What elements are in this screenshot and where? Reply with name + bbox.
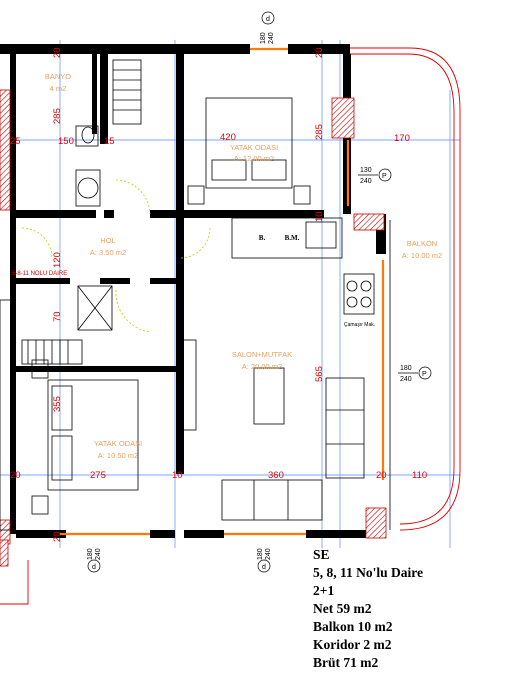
room-name-salon: SALON+MUTFAK	[232, 350, 292, 359]
legend-net: Net 59 m2	[313, 601, 372, 616]
dim-bottom-0: 20	[10, 470, 21, 481]
kitchen-fixtures	[231, 217, 375, 315]
room-area-yatak-1: A: 12.00 m2	[234, 154, 274, 163]
dim-top-2: 15	[104, 136, 115, 147]
opening-1-h: 240	[360, 178, 372, 185]
dim-bottom-3: 360	[268, 470, 284, 481]
dim-bottom-1: 275	[90, 470, 106, 481]
opening-0-w: 180	[260, 32, 267, 44]
dim-top-3: 420	[220, 132, 236, 143]
dim-left-5: 20	[52, 531, 63, 542]
room-name-yatak-1: YATAK ODASI	[230, 143, 278, 152]
legend-balcony: Balkon 10 m2	[313, 619, 393, 634]
opening-2-h: 240	[400, 376, 412, 383]
opening-tag-right-1: 130 240 P	[358, 167, 392, 185]
room-name-hol: HOL	[100, 236, 115, 245]
room-area-salon: A: 20.00 m2	[242, 362, 282, 371]
unit-tag: 5-8-11 NOLU DAIRE	[12, 271, 67, 277]
dim-bottom-5: 110	[412, 470, 427, 481]
opening-1-type: P	[382, 173, 387, 180]
dim-top-5: 170	[394, 133, 410, 144]
windows	[60, 47, 385, 536]
dimensions-top: 25 150 15 420 170	[10, 132, 410, 147]
opening-0-type: d	[266, 16, 270, 23]
dim-left-0: 20	[52, 47, 63, 58]
grid-lines	[0, 40, 460, 548]
fixture-cooker-label: Çamaşır Mak.	[344, 322, 375, 328]
fixture-labels: B. B.M. Çamaşır Mak. 5-8-11 NOLU DAIRE	[12, 234, 375, 328]
opening-tag-right-2: 180 240 P	[398, 365, 432, 383]
opening-3-h: 240	[95, 548, 102, 560]
dim-bottom-4: 20	[376, 470, 387, 481]
legend-code: SE	[313, 547, 330, 562]
opening-0-h: 240	[268, 32, 275, 44]
doors	[21, 179, 211, 333]
opening-3-type: d	[92, 564, 96, 571]
balcony-railing	[350, 47, 461, 531]
room-name-yatak-2: YATAK ODASI	[94, 439, 142, 448]
room-area-banyo: 4 m2	[50, 84, 67, 93]
dim-top-0: 25	[10, 136, 21, 147]
room-name-banyo: BANYO	[45, 72, 71, 81]
dim-top-1: 150	[58, 136, 74, 147]
dim-right-0: 20	[314, 47, 325, 58]
fixture-bm-label: B.M.	[285, 234, 300, 242]
legend-type: 2+1	[313, 583, 335, 598]
fixture-b-label: B.	[259, 234, 266, 242]
dim-left-3: 70	[52, 311, 63, 322]
dim-left-1: 285	[52, 108, 63, 124]
room-labels: BANYO 4 m2 YATAK ODASI A: 12.00 m2 HOL A…	[45, 72, 442, 460]
room-area-hol: A: 3.50 m2	[90, 248, 126, 257]
bed-2	[21, 339, 139, 515]
room-area-yatak-2: A: 10.50 m2	[98, 451, 138, 460]
dimensions-left-vertical: 20 285 120 70 355 20	[52, 47, 63, 542]
dim-right-2: 10	[314, 211, 325, 222]
opening-4-w: 180	[257, 548, 264, 560]
opening-3-w: 180	[87, 548, 94, 560]
dimensions-right-vertical: 20 285 10 565	[314, 47, 325, 382]
dim-left-2: 120	[52, 252, 63, 268]
opening-tag-top: 180 240 d	[260, 11, 275, 44]
dim-right-3: 565	[314, 366, 325, 382]
bathroom-fixtures	[75, 59, 142, 207]
structural-columns	[0, 89, 387, 567]
opening-2-w: 180	[400, 365, 412, 372]
opening-1-w: 130	[360, 167, 372, 174]
opening-2-type: P	[422, 371, 427, 378]
legend-corridor: Koridor 2 m2	[313, 637, 392, 652]
bed-1	[187, 97, 311, 205]
unit-legend: SE 5, 8, 11 No'lu Daire 2+1 Net 59 m2 Ba…	[313, 546, 423, 672]
room-name-balkon: BALKON	[407, 239, 437, 248]
opening-tag-bottom-1: 180 240 d	[87, 548, 102, 573]
legend-gross: Brüt 71 m2	[313, 655, 379, 670]
opening-4-h: 240	[265, 548, 272, 560]
opening-4-type: d	[262, 564, 266, 571]
room-area-balkon: A: 10.00 m2	[402, 251, 442, 260]
living-furniture	[179, 339, 365, 521]
dimensions-bottom: 20 275 10 360 20 110	[10, 470, 427, 481]
dim-right-1: 285	[314, 124, 325, 140]
legend-unit: 5, 8, 11 No'lu Daire	[313, 565, 424, 580]
left-strip-boxes	[0, 299, 13, 531]
dim-left-4: 355	[52, 396, 63, 412]
marker-line	[0, 560, 29, 605]
opening-tag-bottom-2: 180 240 d	[257, 548, 272, 573]
dim-bottom-2: 10	[172, 470, 183, 481]
